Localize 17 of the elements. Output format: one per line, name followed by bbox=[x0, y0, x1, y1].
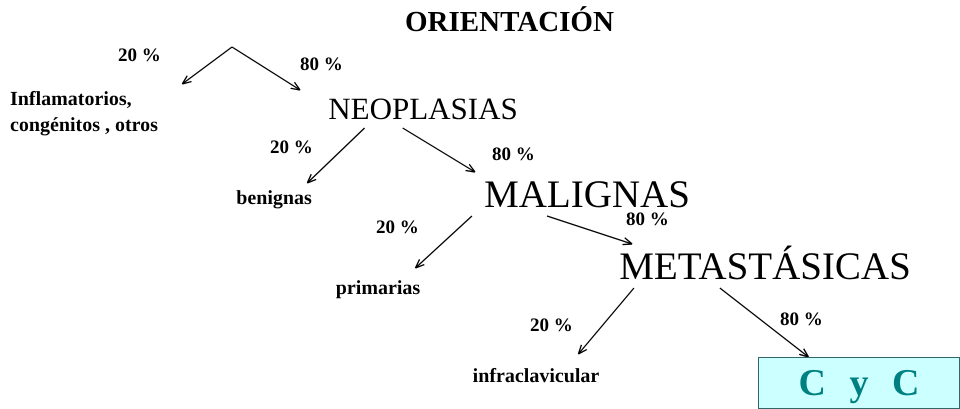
node-label: METASTÁSICAS bbox=[619, 244, 911, 288]
box-label: C y C bbox=[798, 361, 920, 405]
node-label: benignas bbox=[236, 186, 312, 210]
node-label: infraclavicular bbox=[472, 364, 600, 388]
highlight-box bbox=[758, 357, 960, 409]
arrow bbox=[546, 215, 633, 246]
arrow bbox=[578, 288, 634, 355]
arrow bbox=[306, 128, 366, 184]
node-label: primarias bbox=[336, 276, 420, 300]
arrow bbox=[414, 216, 472, 269]
title: ORIENTACIÓN bbox=[405, 6, 614, 39]
arrow bbox=[719, 287, 810, 358]
arrow bbox=[402, 127, 476, 173]
node-label: Inflamatorios, congénitos , otros bbox=[10, 87, 159, 138]
arrow bbox=[182, 46, 232, 85]
arrow bbox=[232, 46, 301, 91]
node-label: NEOPLASIAS bbox=[328, 91, 518, 127]
